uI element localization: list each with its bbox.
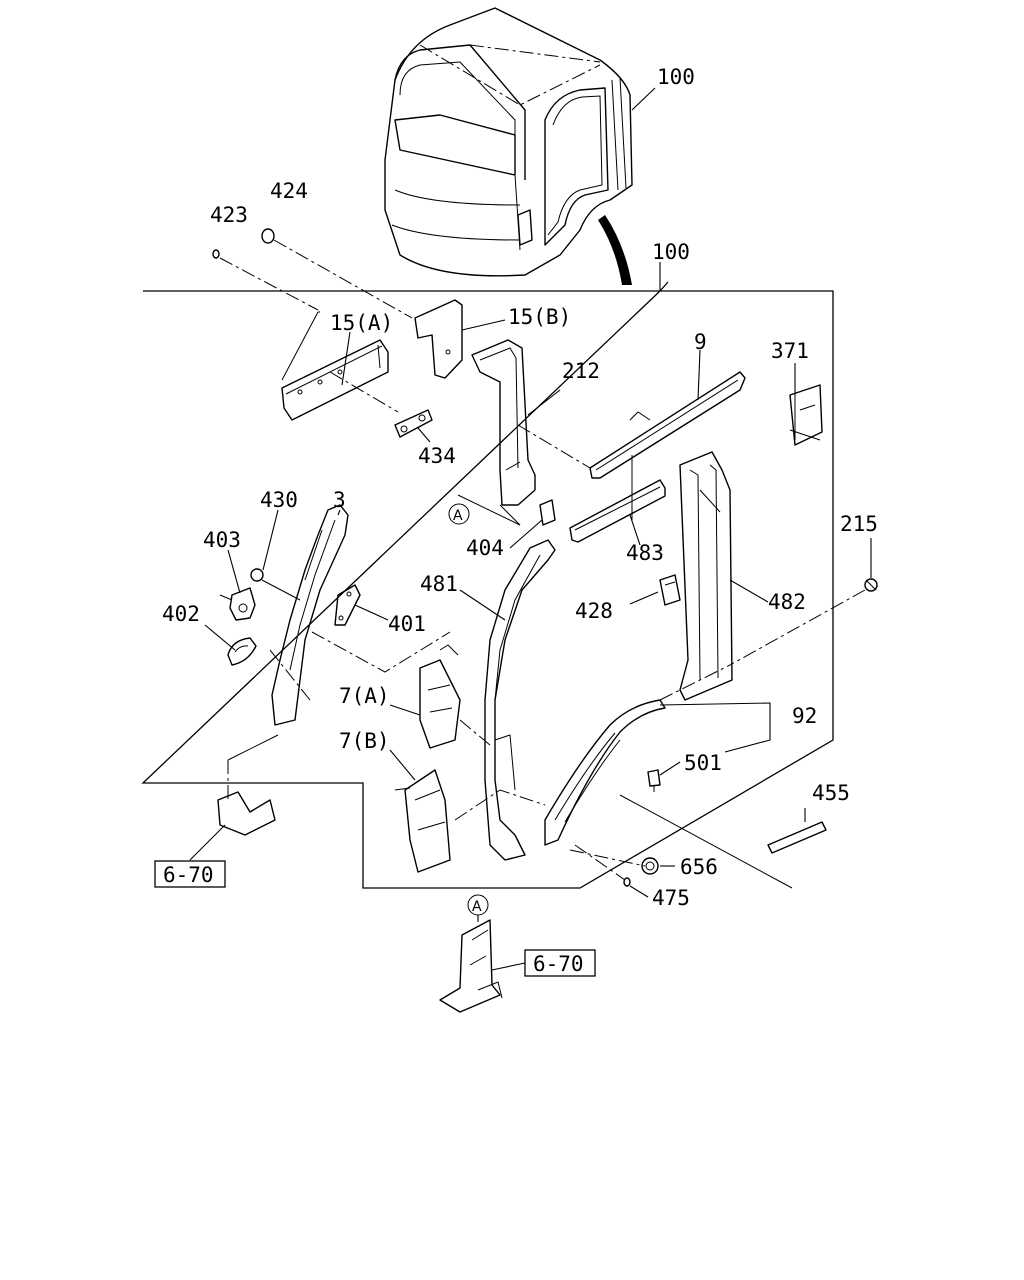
label-7a: 7(A) — [339, 684, 390, 708]
cab-assembly — [384, 7, 633, 285]
label-401: 401 — [388, 612, 426, 636]
label-3: 3 — [333, 488, 346, 512]
label-656: 656 — [680, 855, 718, 879]
label-482: 482 — [768, 590, 806, 614]
callout-a-lower: A — [467, 894, 489, 916]
label-501: 501 — [684, 751, 722, 775]
label-430: 430 — [260, 488, 298, 512]
label-483: 483 — [626, 541, 664, 565]
label-9: 9 — [694, 330, 707, 354]
exploded-frame — [141, 281, 834, 889]
label-424: 424 — [270, 179, 308, 203]
label-428: 428 — [575, 599, 613, 623]
callout-a-upper-label: A — [453, 508, 463, 524]
callout-a-upper: A — [448, 503, 470, 525]
label-402: 402 — [162, 602, 200, 626]
callout-a-lower-label: A — [472, 899, 482, 915]
label-7b: 7(B) — [339, 729, 390, 753]
label-403: 403 — [203, 528, 241, 552]
label-212: 212 — [562, 359, 600, 383]
label-423: 423 — [210, 203, 248, 227]
ref-box-6-70-left: 6-70 — [154, 860, 226, 888]
label-15b: 15(B) — [508, 305, 571, 329]
label-475: 475 — [652, 886, 690, 910]
label-434: 434 — [418, 444, 456, 468]
label-404: 404 — [466, 536, 504, 560]
parts-line-art — [212, 228, 878, 1013]
label-92: 92 — [792, 704, 817, 728]
label-481: 481 — [420, 572, 458, 596]
label-371: 371 — [771, 339, 809, 363]
leader-lines — [189, 87, 872, 971]
label-100-frame: 100 — [652, 240, 690, 264]
label-455: 455 — [812, 781, 850, 805]
ref-6-70-right-label: 6-70 — [533, 952, 584, 976]
part-labels: 100 100 424 423 15(A) 15(B) 212 9 371 43… — [162, 65, 878, 910]
ref-6-70-left-label: 6-70 — [163, 863, 214, 887]
label-100-top: 100 — [657, 65, 695, 89]
ref-box-6-70-right: 6-70 — [524, 949, 596, 977]
label-215: 215 — [840, 512, 878, 536]
label-15a: 15(A) — [330, 311, 393, 335]
